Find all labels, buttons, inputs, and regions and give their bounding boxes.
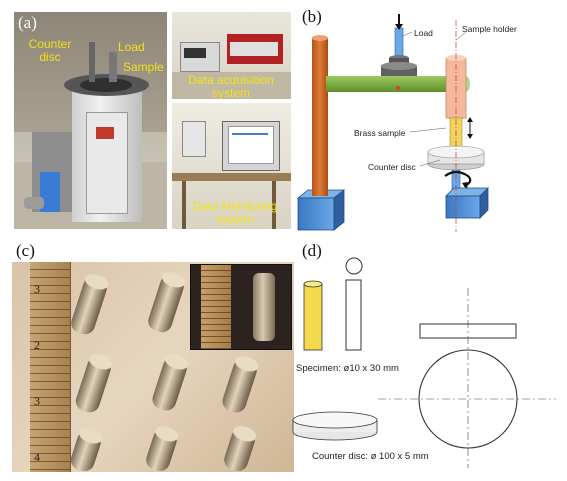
right-base-block bbox=[445, 187, 489, 219]
technical-drawing bbox=[292, 257, 556, 468]
panel-a-main-photo bbox=[14, 12, 167, 229]
disc-caption: Counter disc: ø 100 x 5 mm bbox=[312, 451, 429, 462]
label-data-monitoring: Data Monitoring system bbox=[192, 199, 278, 226]
tribometer-schematic bbox=[296, 14, 489, 232]
left-base-block bbox=[296, 189, 346, 231]
panel-a-daq-photo bbox=[172, 12, 291, 99]
load-weights bbox=[381, 27, 417, 76]
label-sample-holder: Sample holder bbox=[462, 24, 517, 34]
panel-a-monitoring-photo bbox=[172, 103, 291, 229]
label-brass-sample: Brass sample bbox=[354, 128, 406, 138]
panel-a-letter: (a) bbox=[18, 13, 37, 32]
brass-cylinder bbox=[71, 274, 109, 335]
specimen-side-view bbox=[303, 280, 323, 351]
label-load-b: Load bbox=[414, 28, 433, 38]
brass-cylinder bbox=[152, 354, 189, 411]
brass-samples bbox=[70, 272, 259, 472]
brass-cylinder bbox=[222, 356, 259, 413]
specimen-outline bbox=[345, 257, 363, 351]
panel-d-letter: (d) bbox=[302, 241, 322, 260]
inset-photo bbox=[190, 264, 292, 350]
brass-cylinder bbox=[148, 272, 186, 333]
panel-c-letter: (c) bbox=[16, 241, 35, 260]
vertical-pillar bbox=[312, 35, 328, 196]
label-data-acquisition: Data acquisition system bbox=[188, 73, 274, 100]
brass-cylinder bbox=[70, 428, 103, 472]
label-counter-disc: Counter disc bbox=[28, 37, 72, 64]
label-counter-disc-b: Counter disc bbox=[368, 162, 416, 172]
brass-cylinder bbox=[146, 426, 179, 472]
rotation-arrow bbox=[444, 170, 472, 188]
label-load: Load bbox=[118, 40, 145, 54]
panel-b-letter: (b) bbox=[302, 7, 322, 26]
brass-cylinder bbox=[224, 426, 257, 472]
disc-3d-view bbox=[292, 411, 378, 441]
label-sample: Sample bbox=[123, 60, 164, 74]
brass-cylinder bbox=[75, 354, 113, 413]
specimen-caption: Specimen: ø10 x 30 mm bbox=[296, 363, 399, 374]
